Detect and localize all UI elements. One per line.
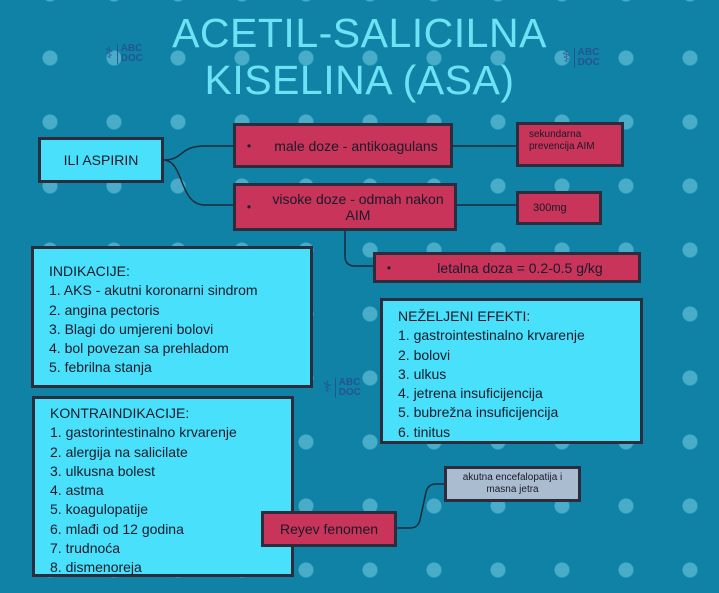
list-item: 5. bubrežna insuficijencija [398,404,559,421]
list-item: 7. trudnoća [50,540,121,557]
caduceus-icon: ⚕ [323,379,332,396]
lethal-dose-node: • letalna doza = 0.2-0.5 g/kg [373,252,641,283]
high-dose-note-text: 300mg [533,202,567,214]
caduceus-icon: ⚕ [562,49,571,66]
root-node: ILI ASPIRIN [38,137,164,183]
reye-node: Reyev fenomen [261,511,397,547]
reye-note: akutna encefalopatija i masna jetra [444,466,581,502]
list-item: 2. bolovi [398,346,451,363]
list-item: 6. mlađi od 12 godina [50,520,184,537]
connector-high-lethal [344,231,373,267]
indications-list: 1. AKS - akutni koronarni sindrom 2. ang… [49,281,310,377]
low-dose-label: male doze - antikoagulans [274,137,438,154]
reye-label: Reyev fenomen [279,521,379,537]
list-item: 6. tinitus [398,423,451,440]
list-item: 4. bol povezan sa prehladom [49,340,229,357]
root-label: ILI ASPIRIN [63,152,139,168]
list-item: 1. AKS - akutni koronarni sindrom [49,282,258,299]
title-line-1: ACETIL-SALICILNA [172,10,547,56]
list-item: 8. dismenoreja [50,559,142,576]
indications-header: INDIKACIJE: [49,263,130,279]
lethal-dose-label: letalna doza = 0.2-0.5 g/kg [437,259,603,276]
list-item: 2. alergija na salicilate [50,443,188,460]
high-dose-label: visoke doze - odmah nakon AIM [272,191,444,223]
bullet-icon: • [246,138,252,153]
high-dose-node: • visoke doze - odmah nakon AIM [233,183,457,231]
list-item: 1. gastorintestinalno krvarenje [50,424,237,441]
list-item: 2. angina pectoris [49,301,160,318]
list-item: 3. ulkus [398,365,447,382]
high-dose-note: 300mg [516,191,602,225]
list-item: 4. astma [50,482,104,499]
connector-root-low [162,145,233,161]
caduceus-icon: ⚕ [105,45,114,62]
low-dose-note-text: sekundarna prevencija AIM [529,129,595,152]
low-dose-note: sekundarna prevencija AIM [516,122,624,167]
connector-reye-note [396,483,444,529]
side-effects-header: NEŽELJENI EFEKTI: [398,308,531,324]
list-item: 4. jetrena insuficijencija [398,385,543,402]
list-item: 1. gastrointestinalno krvarenje [398,327,585,344]
page-title: ACETIL-SALICILNA KISELINA (ASA) [0,10,719,104]
bullet-icon: • [246,200,252,214]
reye-note-text: akutna encefalopatija i masna jetra [462,472,563,495]
connector-root-high [162,159,233,206]
low-dose-node: • male doze - antikoagulans [233,123,453,168]
contraindications-header: KONTRAINDIKACIJE: [50,405,190,421]
contraindications-box: KONTRAINDIKACIJE: 1. gastorintestinalno … [32,396,294,577]
side-effects-list: 1. gastrointestinalno krvarenje 2. bolov… [398,326,640,442]
bullet-icon: • [386,260,392,275]
list-item: 3. Blagi do umjereni bolovi [49,320,214,337]
side-effects-box: NEŽELJENI EFEKTI: 1. gastrointestinalno … [380,298,643,444]
list-item: 5. febrilna stanja [49,359,152,376]
title-line-2: KISELINA (ASA) [204,57,515,103]
list-item: 3. ulkusna bolest [50,462,156,479]
indications-box: INDIKACIJE: 1. AKS - akutni koronarni si… [31,246,313,388]
list-item: 5. koagulopatije [50,501,149,518]
contraindications-list: 1. gastorintestinalno krvarenje 2. alerg… [50,423,291,577]
